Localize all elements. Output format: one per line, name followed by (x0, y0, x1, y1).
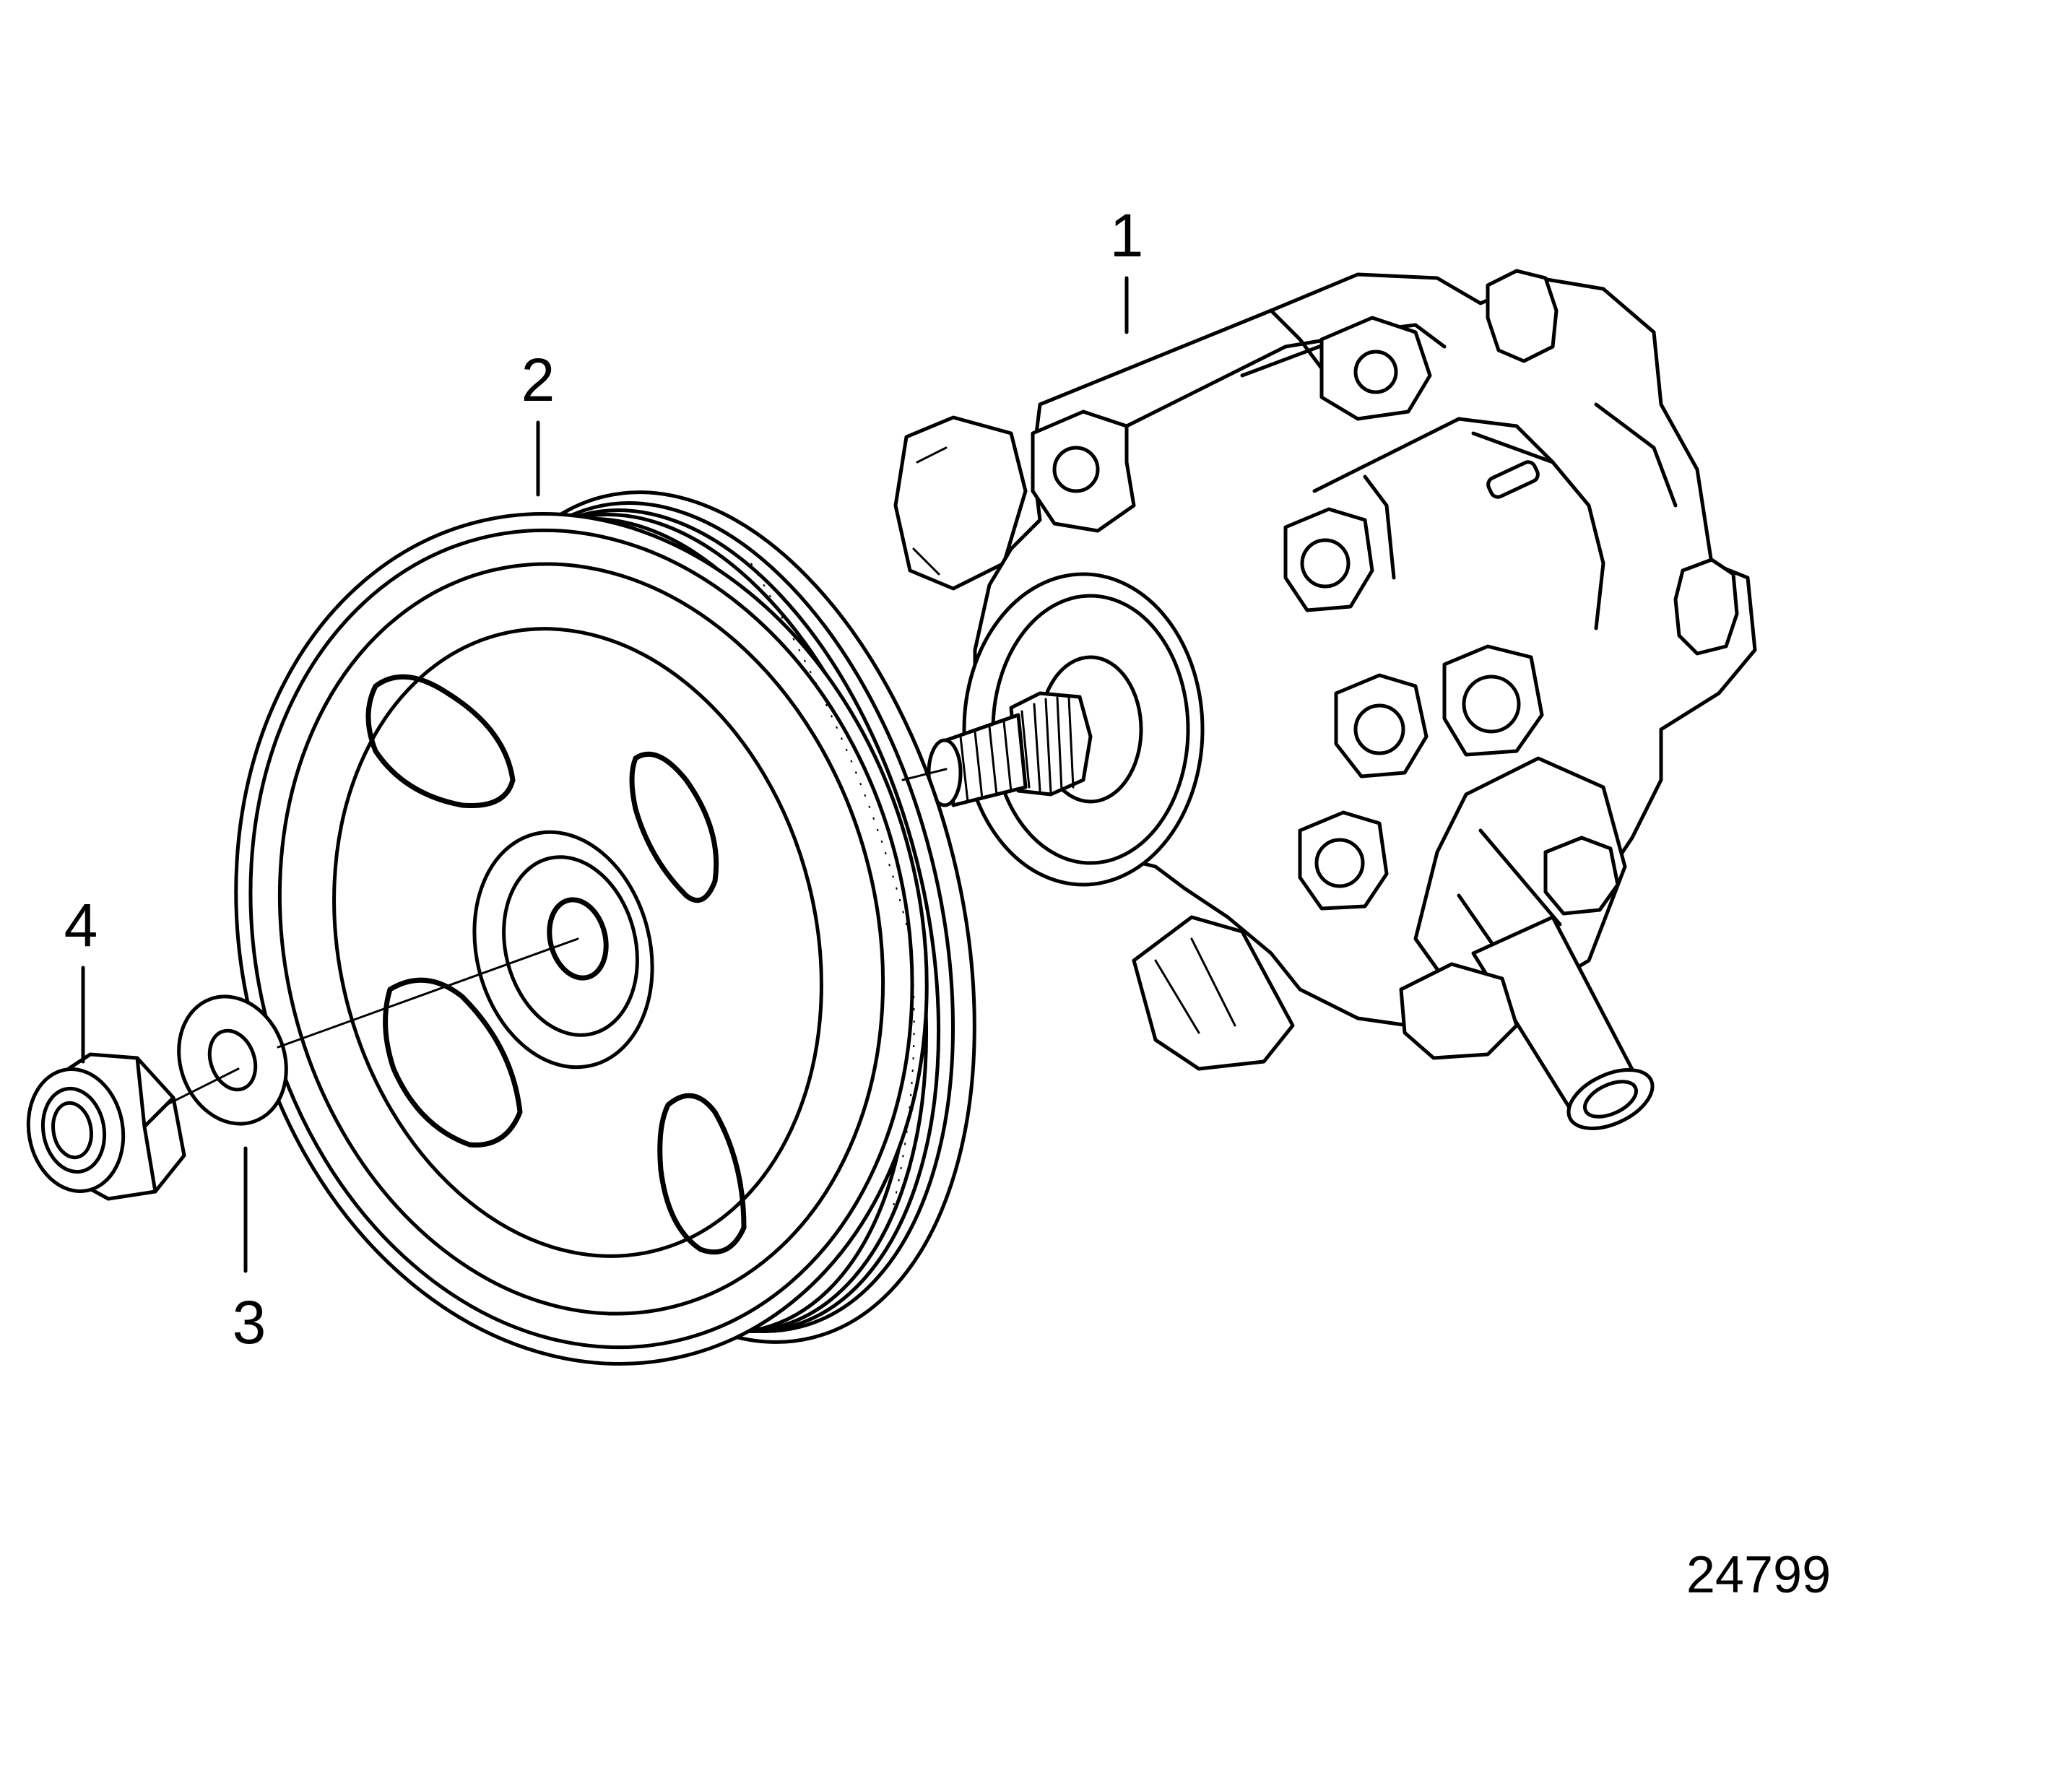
figure-number: 24799 (1686, 1546, 1831, 1604)
callout-1: 1 (1110, 201, 1144, 269)
callout-4: 4 (64, 891, 98, 959)
nut (26, 1052, 186, 1201)
washer (177, 994, 288, 1126)
pulley (234, 490, 976, 1366)
power-steering-pump (893, 269, 1757, 1130)
assembly-axis-line (165, 768, 948, 1106)
callout-2: 2 (521, 346, 555, 414)
callout-3: 3 (233, 1288, 266, 1356)
